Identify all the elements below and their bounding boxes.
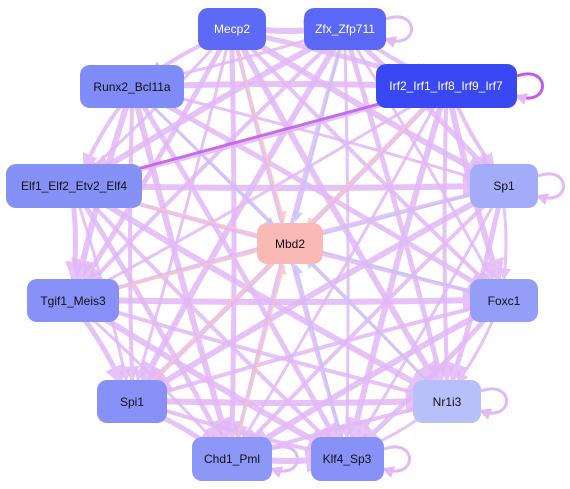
- edge-irf-mbd2: [305, 102, 431, 228]
- self-loop-sp1: [535, 172, 565, 205]
- node-label: Zfx_Zfp711: [315, 22, 375, 36]
- edge-irf-elf: [100, 92, 419, 182]
- node-label: Foxc1: [488, 294, 521, 308]
- edge-spi1-nr1i3: [151, 389, 430, 414]
- edge-zfx-mbd2: [293, 51, 341, 222]
- edge-sp1-mbd2: [311, 191, 482, 240]
- edge-elf-nr1i3: [90, 193, 433, 394]
- node-label: Mbd2: [275, 237, 305, 251]
- node-klf4-sp3[interactable]: Klf4_Sp3: [311, 437, 384, 481]
- edge-zfx-tgif1: [86, 42, 332, 287]
- node-tgif1-meis3[interactable]: Tgif1_Meis3: [27, 279, 119, 322]
- edge-foxc1-nr1i3: [456, 317, 495, 384]
- node-nr1i3[interactable]: Nr1i3: [413, 380, 481, 423]
- node-zfx-zfp711[interactable]: Zfx_Zfp711: [304, 8, 386, 50]
- edge-sp1-foxc1: [499, 206, 512, 281]
- edge-tgif1-spi1: [81, 316, 124, 386]
- edge-runx2-klf4: [140, 102, 339, 444]
- nodes-layer: Mecp2 Zfx_Zfp711 Irf2_Irf1_Irf8_Irf9_Irf…: [6, 8, 538, 481]
- self-loop-nr1i3: [478, 387, 508, 420]
- edge-mecp2-chd1: [222, 48, 243, 441]
- edge-tgif1-nr1i3: [92, 303, 429, 400]
- self-loop-irf: [514, 72, 544, 105]
- node-sp1[interactable]: Sp1: [470, 164, 538, 208]
- edge-runx2-chd1: [134, 104, 233, 443]
- node-foxc1[interactable]: Foxc1: [470, 279, 538, 322]
- node-irf2-irf1-irf8-irf9-irf7[interactable]: Irf2_Irf1_Irf8_Irf9_Irf7: [376, 64, 517, 108]
- edge-mecp2-nr1i3: [240, 45, 439, 387]
- node-label: Klf4_Sp3: [323, 452, 372, 466]
- edge-spi1-mbd2: [147, 258, 275, 386]
- node-label: Sp1: [493, 179, 515, 193]
- edge-elf-tgif1: [65, 205, 86, 282]
- node-label: Mecp2: [214, 22, 250, 36]
- edge-tgif1-klf4: [89, 308, 333, 451]
- node-elf1-elf2-etv2-elf4[interactable]: Elf1_Elf2_Etv2_Elf4: [6, 164, 142, 208]
- edge-nr1i3-mbd2: [305, 258, 432, 385]
- edge-irf-chd1: [241, 103, 437, 442]
- edge-klf4-mbd2: [293, 264, 342, 437]
- self-loop-zfx: [383, 15, 413, 48]
- node-chd1-pml[interactable]: Chd1_Pml: [192, 437, 272, 481]
- edge-elf-sp1: [93, 174, 487, 199]
- node-label: Runx2_Bcl11a: [93, 80, 170, 94]
- edge-irf-tgif1: [89, 95, 429, 291]
- node-label: Chd1_Pml: [204, 452, 260, 466]
- node-label: Spi1: [120, 395, 144, 409]
- node-label: Tgif1_Meis3: [40, 294, 106, 308]
- node-label: Elf1_Elf2_Etv2_Elf4: [21, 179, 127, 193]
- edge-zfx-spi1: [139, 45, 338, 387]
- self-loop-chd1: [269, 445, 299, 478]
- edge-runx2-mbd2: [148, 101, 275, 228]
- node-label: Nr1i3: [433, 395, 462, 409]
- edge-sp1-klf4: [356, 203, 495, 442]
- edge-tgif1-foxc1: [92, 288, 487, 313]
- node-spi1[interactable]: Spi1: [97, 380, 167, 423]
- node-mbd2[interactable]: Mbd2: [257, 223, 323, 264]
- self-loop-klf4: [381, 445, 411, 478]
- edge-foxc1-chd1: [246, 308, 489, 451]
- edge-irf-sp1: [455, 103, 495, 170]
- edge-sp1-spi1: [146, 194, 488, 393]
- edge-runx2-foxc1: [148, 94, 489, 292]
- edge-runx2-elf: [82, 103, 123, 170]
- edge-foxc1-mbd2: [311, 246, 482, 295]
- node-mecp2[interactable]: Mecp2: [198, 8, 266, 50]
- node-label: Irf2_Irf1_Irf8_Irf9_Irf7: [389, 79, 503, 93]
- edge-chd1-mbd2: [237, 264, 287, 437]
- node-runx2-bcl11a[interactable]: Runx2_Bcl11a: [80, 65, 184, 108]
- edge-zfx-klf4: [341, 49, 354, 440]
